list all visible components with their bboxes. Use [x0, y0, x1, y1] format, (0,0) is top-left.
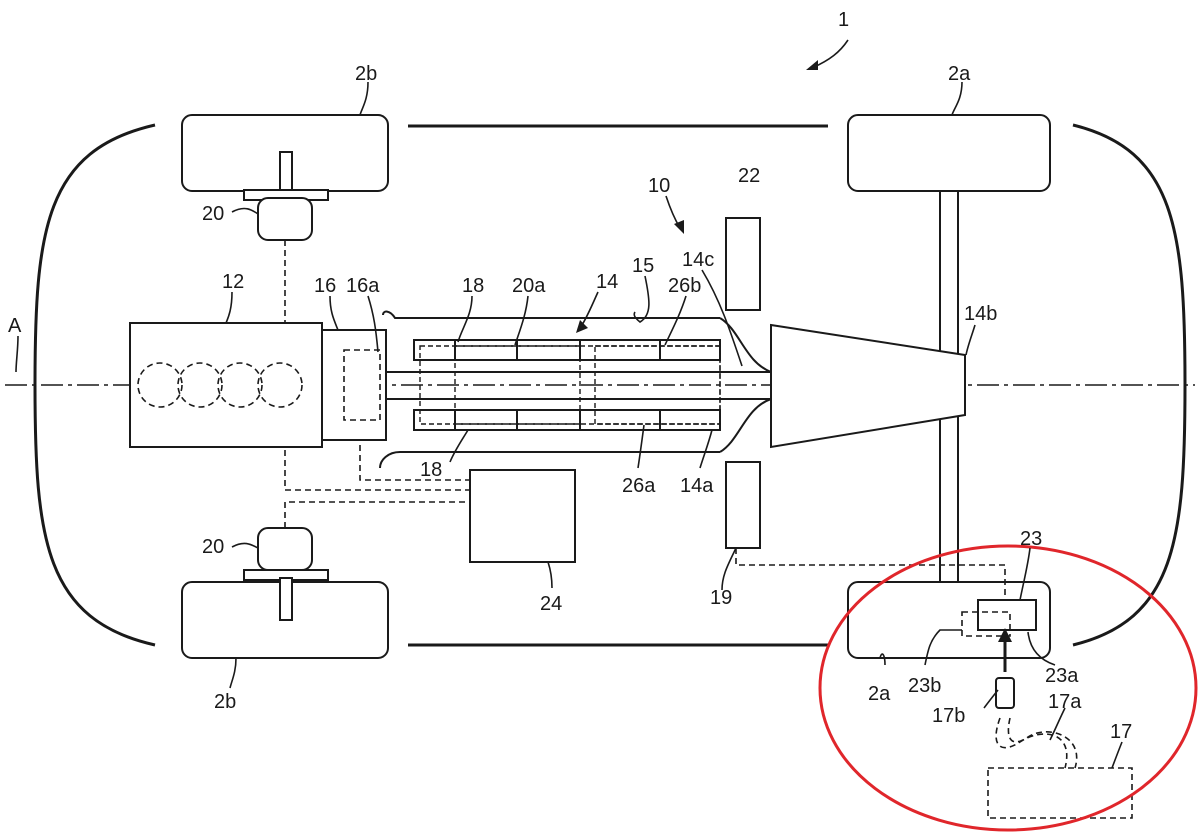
label-26b: 26b: [668, 275, 701, 297]
label-19: 19: [710, 587, 732, 609]
label-26a: 26a: [622, 475, 656, 497]
label-10: 10: [648, 175, 670, 197]
clutch-unit: [321, 329, 387, 441]
label-14: 14: [596, 271, 618, 293]
label-18-bottom: 18: [420, 459, 442, 481]
label-1: 1: [838, 9, 849, 31]
highlight-ellipse: [818, 544, 1198, 832]
label-14c: 14c: [682, 249, 714, 271]
label-15: 15: [632, 255, 654, 277]
label-24: 24: [540, 593, 562, 615]
rear-motor-bottom: [243, 527, 329, 621]
label-2a-top: 2a: [948, 63, 971, 85]
label-18-top: 18: [462, 275, 484, 297]
label-22: 22: [738, 165, 760, 187]
unit-19: [725, 461, 761, 549]
label-A: A: [8, 315, 22, 337]
drive-shaft-assembly: [379, 310, 966, 469]
leader-lines: [15, 39, 1123, 769]
label-20a: 20a: [512, 275, 546, 297]
label-17a: 17a: [1048, 691, 1082, 713]
label-2a-bottom: 2a: [868, 683, 891, 705]
label-14b: 14b: [964, 303, 997, 325]
label-20-top: 20: [202, 203, 224, 225]
unit-22: [725, 217, 761, 311]
label-17: 17: [1110, 721, 1132, 743]
label-17b: 17b: [932, 705, 965, 727]
label-23: 23: [1020, 528, 1042, 550]
charging-port-23: [961, 599, 1037, 672]
front-wheel-top: [847, 114, 1051, 192]
label-20-bottom: 20: [202, 536, 224, 558]
label-23a: 23a: [1045, 665, 1079, 687]
unit-24: [469, 469, 576, 563]
label-2b-top: 2b: [355, 63, 377, 85]
external-charger: [987, 677, 1133, 819]
engine-block: [129, 322, 323, 448]
label-16a: 16a: [346, 275, 380, 297]
label-2b-bottom: 2b: [214, 691, 236, 713]
label-12: 12: [222, 271, 244, 293]
label-14a: 14a: [680, 475, 714, 497]
label-16: 16: [314, 275, 336, 297]
label-23b: 23b: [908, 675, 941, 697]
